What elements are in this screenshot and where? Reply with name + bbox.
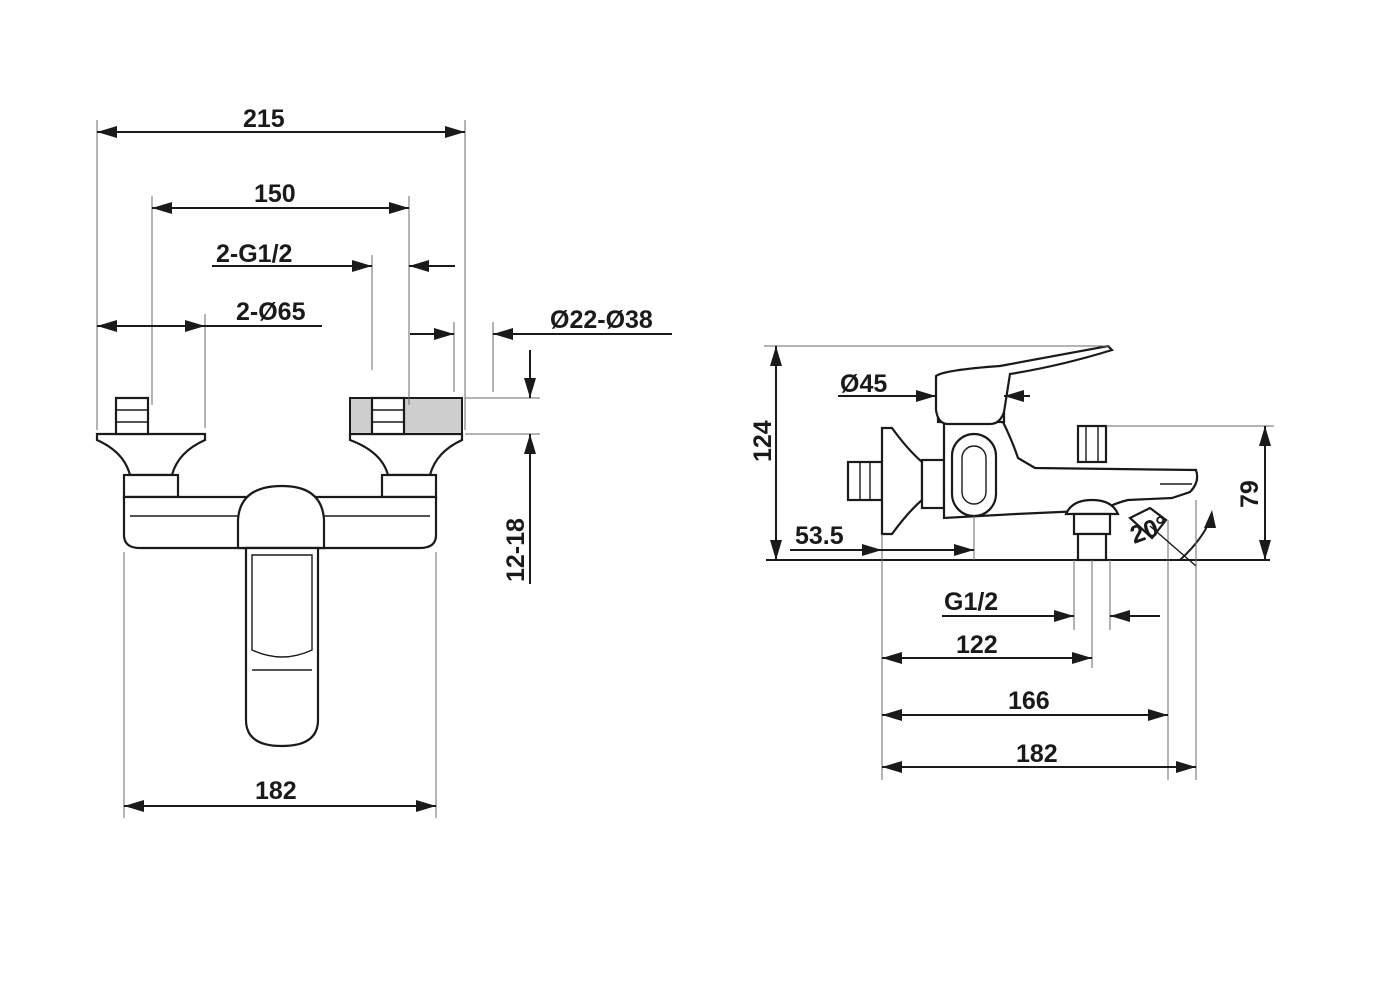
dim-2-g1-2-label: 2-G1/2 <box>216 240 292 268</box>
front-view: 215 150 2-G1/2 2-Ø65 <box>95 105 672 818</box>
dim-122-label: 122 <box>956 631 998 659</box>
dim-dia45-label: Ø45 <box>840 370 887 398</box>
dimension-150: 150 <box>151 180 410 405</box>
dim-150-label: 150 <box>254 180 296 208</box>
dimension-2-dia65: 2-Ø65 <box>97 298 322 428</box>
dimension-spout-angle: 20° <box>1126 510 1216 780</box>
dim-215-label: 215 <box>243 105 285 133</box>
dimension-215: 215 <box>96 105 466 430</box>
dimension-79: 79 <box>1106 425 1274 560</box>
dimension-122: 122 <box>882 560 1093 668</box>
dim-166-label: 166 <box>1008 687 1050 715</box>
dim-79-label: 79 <box>1236 480 1264 508</box>
dimension-dia22-dia38: Ø22-Ø38 <box>410 306 672 392</box>
dim-g1-2-label: G1/2 <box>944 588 998 616</box>
dimension-182-side: 182 <box>882 500 1197 780</box>
side-faucet-outline <box>766 344 1270 562</box>
dim-dia22-dia38-label: Ø22-Ø38 <box>550 306 653 334</box>
dimension-53-5: 53.5 <box>790 516 975 780</box>
dimension-g1-2: G1/2 <box>942 560 1160 630</box>
dim-12-18-label: 12-18 <box>502 518 530 582</box>
dimension-124: 124 <box>749 345 1110 560</box>
dimension-12-18: 12-18 <box>465 350 540 584</box>
dimension-166: 166 <box>882 687 1168 721</box>
dim-53-5-label: 53.5 <box>795 522 844 550</box>
dimension-dia45: Ø45 <box>838 370 1030 402</box>
dimension-2-g1-2: 2-G1/2 <box>212 240 455 370</box>
dim-124-label: 124 <box>749 420 777 462</box>
dim-182-side-label: 182 <box>1016 740 1058 768</box>
front-faucet-outline <box>95 396 464 748</box>
dimension-182-front: 182 <box>123 552 437 818</box>
dim-2-dia65-label: 2-Ø65 <box>236 298 306 326</box>
side-view: 124 Ø45 53.5 79 <box>749 344 1274 780</box>
dim-182-front-label: 182 <box>255 777 297 805</box>
